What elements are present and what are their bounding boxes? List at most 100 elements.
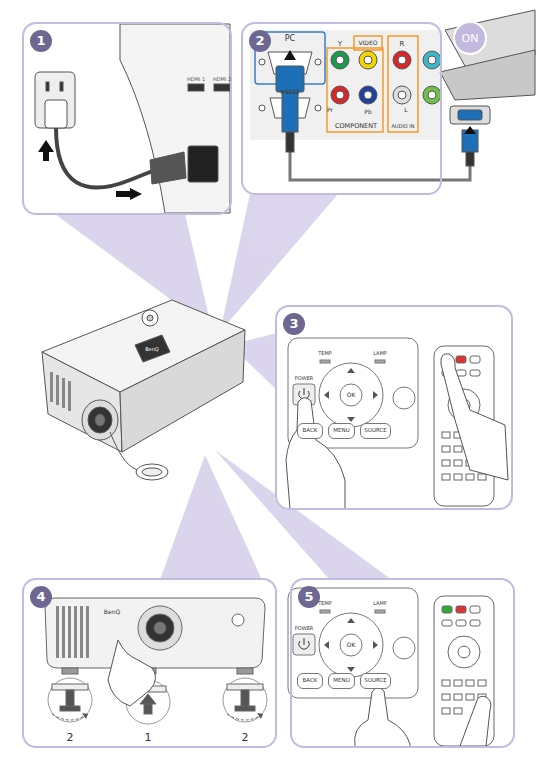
control-panel — [324, 641, 329, 649]
control-panel — [347, 667, 355, 672]
projector — [110, 432, 140, 470]
remote-control — [434, 596, 494, 746]
adjuster-feet — [241, 690, 249, 706]
button-label: POWER — [295, 626, 314, 631]
adjuster-feet — [237, 668, 253, 674]
control-panel — [320, 610, 330, 613]
adjuster-feet — [56, 606, 89, 658]
power-plug — [35, 72, 75, 128]
adjuster-feet — [60, 706, 80, 711]
adjuster-feet — [62, 668, 78, 674]
remote-control — [441, 354, 508, 480]
control-panel — [286, 398, 345, 509]
remote-control — [442, 432, 450, 438]
adjuster-feet — [45, 598, 267, 724]
port-panel — [315, 105, 321, 111]
badge-text: ON — [462, 33, 479, 44]
port-panel — [331, 51, 349, 69]
power-plug — [214, 84, 230, 91]
power-plug — [188, 146, 218, 182]
adjuster-feet — [144, 704, 152, 714]
port-label: R — [400, 41, 405, 48]
power-plug — [120, 24, 230, 213]
remote-control — [442, 680, 450, 686]
adjuster-feet — [52, 714, 88, 720]
control-button: BACK — [297, 673, 323, 689]
port-panel — [250, 30, 440, 140]
control-panel — [347, 417, 355, 422]
adjuster-feet — [82, 713, 88, 719]
projector — [88, 407, 112, 433]
brand-logo: BenQ — [104, 609, 120, 615]
projector — [50, 372, 53, 402]
port-panel — [393, 86, 411, 104]
projector — [42, 300, 245, 480]
adjuster-feet — [257, 713, 263, 719]
projector — [147, 315, 153, 321]
indicator-label: LAMP — [373, 601, 387, 606]
control-panel — [340, 384, 362, 406]
port-panel — [428, 56, 436, 64]
power-plug — [60, 82, 63, 91]
laptop — [440, 10, 535, 166]
step-panel: 3BACKMENUSOURCE — [275, 305, 513, 510]
port-panel — [364, 91, 372, 99]
adjuster-feet — [227, 684, 263, 690]
control-button: SOURCE — [360, 673, 391, 689]
adjuster-feet — [52, 684, 88, 690]
remote-control — [434, 596, 494, 746]
remote-control — [470, 620, 480, 626]
adjuster-feet — [80, 606, 83, 658]
port-panel — [398, 56, 406, 64]
remote-control — [456, 620, 466, 626]
port-panel — [388, 36, 418, 132]
port-panel — [327, 48, 383, 132]
port-label: VIDEO — [358, 40, 377, 46]
port-panel — [336, 56, 344, 64]
remote-control — [442, 620, 452, 626]
control-panel — [319, 613, 383, 677]
remote-control — [448, 636, 480, 668]
control-button: BACK — [297, 423, 323, 439]
control-panel — [375, 610, 385, 613]
remote-control — [442, 606, 452, 613]
control-panel — [355, 688, 410, 747]
adjuster-feet — [232, 614, 244, 626]
remote-control — [470, 356, 480, 363]
adjuster-feet — [74, 606, 77, 658]
port-label: RS232 — [280, 89, 299, 95]
control-panel — [288, 338, 418, 448]
control-button: SOURCE — [360, 423, 391, 439]
remote-control — [442, 446, 450, 452]
control-panel — [288, 588, 418, 747]
control-panel — [299, 638, 309, 649]
projector — [42, 352, 122, 452]
control-panel — [373, 641, 378, 649]
adjuster-feet — [68, 606, 71, 658]
port-panel — [398, 91, 406, 99]
control-panel — [320, 360, 330, 363]
projector — [56, 375, 59, 405]
control-panel — [324, 391, 329, 399]
button-label: BACK — [303, 678, 318, 684]
laptop — [466, 152, 474, 166]
adjuster-feet — [235, 706, 255, 711]
port-label: Y — [338, 41, 342, 48]
panel-fill — [22, 22, 232, 215]
indicator-label: TEMP — [318, 351, 332, 356]
callout-number: 1 — [30, 30, 52, 52]
power-plug — [150, 152, 186, 184]
remote-control — [442, 460, 450, 466]
button-label: MENU — [333, 678, 349, 684]
projector — [136, 464, 168, 480]
indicator-label: LAMP — [373, 351, 387, 356]
remote-control — [442, 708, 450, 714]
port-panel — [359, 86, 377, 104]
control-panel — [319, 363, 383, 427]
laptop — [458, 110, 482, 120]
port-label: HDMI 2 — [213, 77, 231, 82]
port-panel — [290, 150, 470, 180]
projector — [68, 381, 71, 411]
projector — [62, 378, 65, 408]
